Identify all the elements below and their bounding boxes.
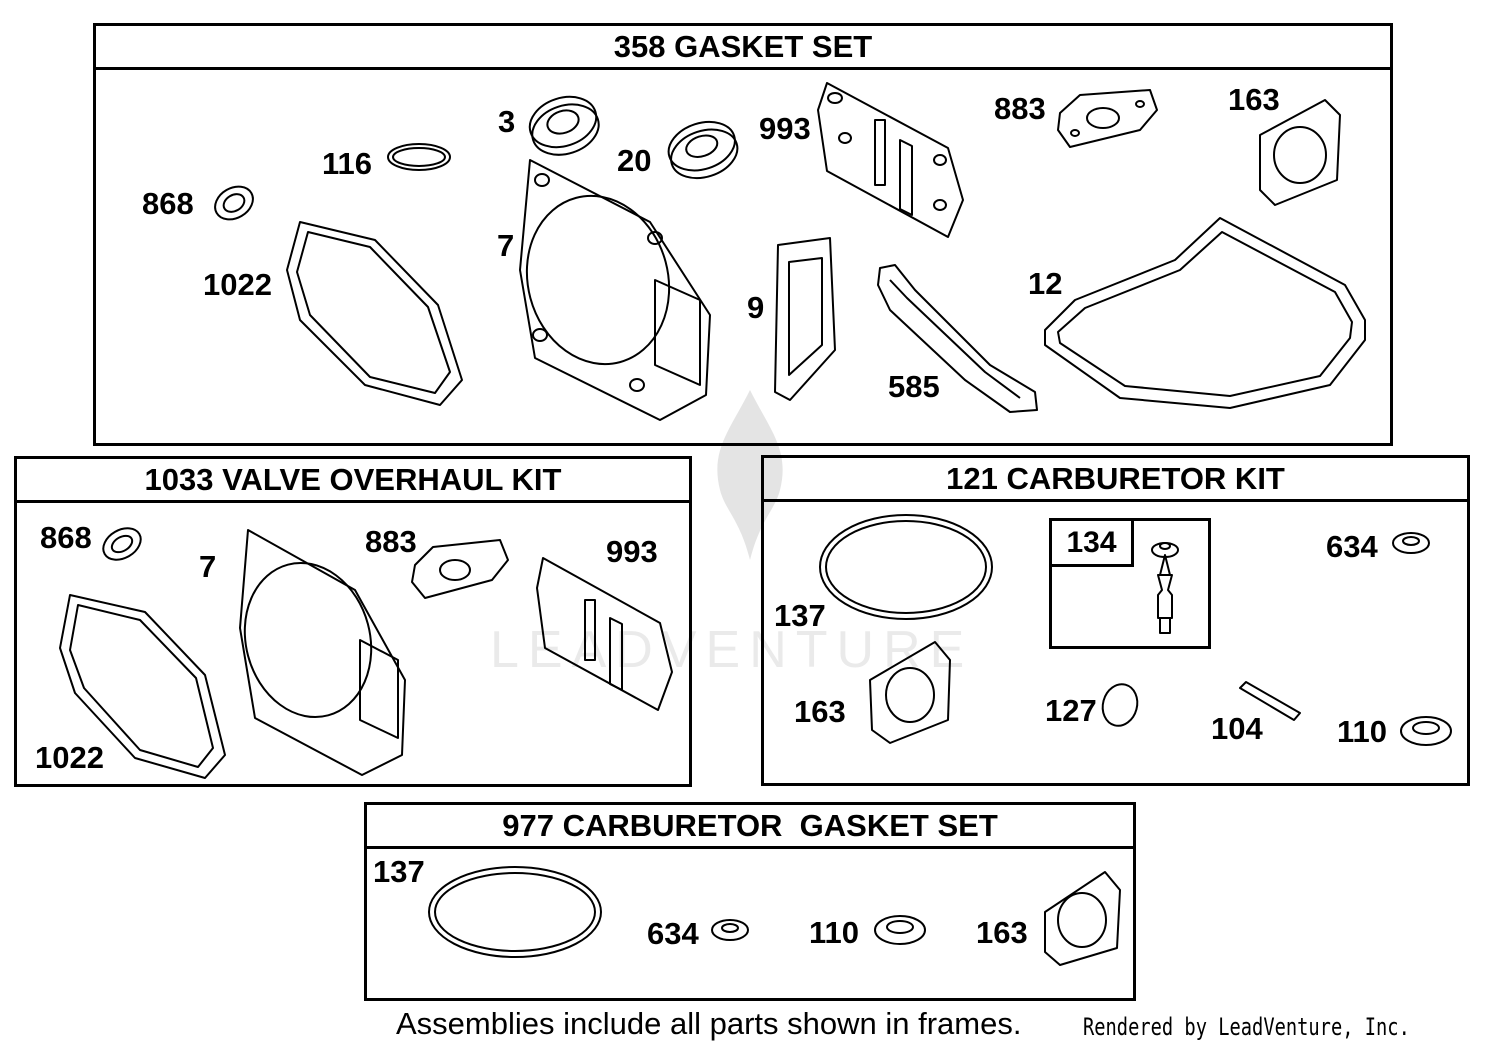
label-part-585: 585 bbox=[888, 369, 940, 404]
label-part-134: 134 bbox=[1052, 521, 1134, 567]
gasket-993-icon bbox=[817, 82, 964, 238]
gasket-1022-icon bbox=[286, 221, 463, 406]
label-part-110-carb-gasket-set: 110 bbox=[809, 915, 860, 950]
gasket-883-icon bbox=[1057, 89, 1158, 148]
label-part-110-carb-kit: 110 bbox=[1337, 714, 1388, 749]
washer-110-carb-kit-icon bbox=[1400, 716, 1452, 746]
gasket-163-icon bbox=[1259, 99, 1341, 206]
frame-title-gasket-set: 358 GASKET SET bbox=[96, 26, 1390, 70]
label-part-137-carb-kit: 137 bbox=[774, 598, 826, 633]
label-part-868: 868 bbox=[142, 186, 194, 221]
label-part-163: 163 bbox=[1228, 82, 1280, 117]
needle-seat-134-icon bbox=[1151, 542, 1179, 634]
label-part-634-carb-kit: 634 bbox=[1326, 529, 1378, 564]
seal-20-icon bbox=[667, 120, 739, 180]
gasket-163-carb-gasket-set-icon bbox=[1044, 871, 1121, 966]
label-part-127: 127 bbox=[1045, 693, 1097, 728]
frame-title-carburetor-kit: 121 CARBURETOR KIT bbox=[764, 458, 1467, 502]
frame-gasket-set: 358 GASKET SET bbox=[93, 23, 1393, 446]
label-part-883-valve-kit: 883 bbox=[365, 524, 417, 559]
ring-137-carb-kit-icon bbox=[819, 514, 993, 620]
seal-868-valve-kit-icon bbox=[102, 527, 142, 561]
subframe-needle-seat: 134 bbox=[1049, 518, 1211, 649]
watermark-logo-icon bbox=[717, 390, 783, 560]
label-part-20: 20 bbox=[617, 143, 652, 178]
label-part-868-valve-kit: 868 bbox=[40, 520, 92, 555]
head-gasket-7-icon bbox=[519, 159, 711, 421]
label-part-1022: 1022 bbox=[203, 267, 272, 302]
label-part-7-valve-kit: 7 bbox=[199, 549, 217, 584]
label-part-9: 9 bbox=[747, 290, 765, 325]
label-part-104: 104 bbox=[1211, 711, 1263, 746]
gasket-12-icon bbox=[1044, 217, 1366, 409]
ring-116-icon bbox=[387, 143, 451, 171]
washer-634-carb-kit-icon bbox=[1392, 532, 1430, 554]
label-part-634-carb-gasket-set: 634 bbox=[647, 916, 699, 951]
frame-carburetor-kit: 121 CARBURETOR KIT 134 bbox=[761, 455, 1470, 786]
washer-110-carb-gasket-set-icon bbox=[874, 915, 926, 945]
frame-title-carburetor-gasket-set: 977 CARBURETOR GASKET SET bbox=[367, 805, 1133, 849]
label-part-3: 3 bbox=[498, 104, 516, 139]
frame-title-valve-overhaul-kit: 1033 VALVE OVERHAUL KIT bbox=[17, 459, 689, 503]
pin-104-icon bbox=[1239, 681, 1301, 721]
frame-carburetor-gasket-set: 977 CARBURETOR GASKET SET bbox=[364, 802, 1136, 1001]
label-part-137-carb-gasket-set: 137 bbox=[373, 854, 425, 889]
seal-868-icon bbox=[214, 185, 254, 221]
footer-credit: Rendered by LeadVenture, Inc. bbox=[1083, 1013, 1410, 1041]
watermark-text: LEADVENTURE bbox=[490, 621, 974, 679]
plug-127-icon bbox=[1101, 683, 1139, 727]
label-part-993: 993 bbox=[759, 111, 811, 146]
label-part-116: 116 bbox=[322, 146, 373, 181]
ring-137-carb-gasket-set-icon bbox=[428, 866, 602, 958]
head-gasket-7-valve-kit-icon bbox=[239, 529, 406, 776]
gasket-9-icon bbox=[774, 237, 836, 401]
gasket-883-valve-kit-icon bbox=[411, 539, 509, 599]
label-part-163-carb-kit: 163 bbox=[794, 694, 846, 729]
label-part-993-valve-kit: 993 bbox=[606, 534, 658, 569]
label-part-883: 883 bbox=[994, 91, 1046, 126]
footer-note: Assemblies include all parts shown in fr… bbox=[396, 1006, 1022, 1041]
gasket-163-carb-kit-icon bbox=[869, 641, 951, 744]
washer-634-carb-gasket-set-icon bbox=[711, 919, 749, 941]
label-part-1022-valve-kit: 1022 bbox=[35, 740, 104, 775]
label-part-7: 7 bbox=[497, 228, 515, 263]
label-part-12: 12 bbox=[1028, 266, 1063, 301]
frame-valve-overhaul-kit: 1033 VALVE OVERHAUL KIT bbox=[14, 456, 692, 787]
gasket-1022-valve-kit-icon bbox=[59, 594, 226, 779]
seal-3-icon bbox=[528, 95, 600, 156]
label-part-163-carb-gasket-set: 163 bbox=[976, 915, 1028, 950]
gasket-585-icon bbox=[877, 264, 1038, 413]
gasket-993-valve-kit-icon bbox=[536, 557, 673, 711]
